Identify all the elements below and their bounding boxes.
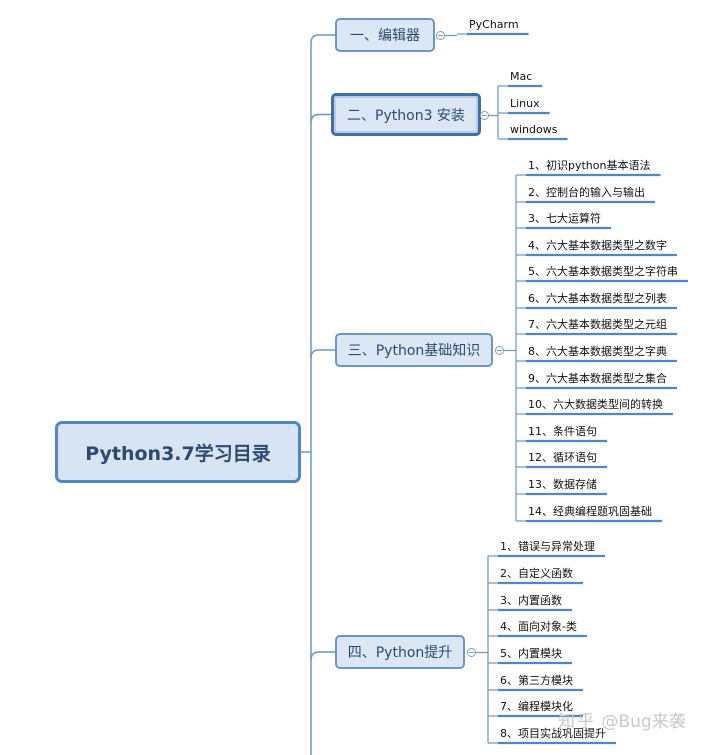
watermark-platform: 知乎 xyxy=(558,712,596,732)
leaf-basics-4[interactable]: 5、六大基本数据类型之字符串 xyxy=(528,265,678,278)
leaf-basics-11[interactable]: 12、循环语句 xyxy=(528,451,597,464)
leaf-basics-2[interactable]: 3、七大运算符 xyxy=(528,212,601,225)
branch-basics-label: 三、Python基础知识 xyxy=(347,343,481,359)
branch-install[interactable]: 二、Python3 安装 xyxy=(331,93,481,136)
leaf-editor-0[interactable]: PyCharm xyxy=(469,18,519,31)
branch-connector-2 xyxy=(310,349,335,359)
leaf-basics-0[interactable]: 1、初识python基本语法 xyxy=(528,159,651,172)
branch-basics[interactable]: 三、Python基础知识 xyxy=(335,333,493,367)
root-node[interactable]: Python3.7学习目录 xyxy=(55,421,301,483)
branch-install-label: 二、Python3 安装 xyxy=(347,107,465,124)
branch-advanced[interactable]: 四、Python提升 xyxy=(335,635,465,669)
branch-editor-label: 一、编辑器 xyxy=(350,28,420,44)
leaf-advanced-3[interactable]: 4、面向对象-类 xyxy=(500,620,577,633)
collapse-basics-icon[interactable] xyxy=(495,346,504,355)
leaf-basics-9[interactable]: 10、六大数据类型间的转换 xyxy=(528,398,663,411)
leaf-basics-5[interactable]: 6、六大基本数据类型之列表 xyxy=(528,292,667,305)
branch-connector-3 xyxy=(310,651,335,661)
branch-editor[interactable]: 一、编辑器 xyxy=(335,18,435,52)
leaf-basics-12[interactable]: 13、数据存储 xyxy=(528,478,597,491)
collapse-advanced-icon[interactable] xyxy=(467,648,476,657)
leaf-advanced-1[interactable]: 2、自定义函数 xyxy=(500,567,573,580)
leaf-basics-8[interactable]: 9、六大基本数据类型之集合 xyxy=(528,372,667,385)
collapse-editor-icon[interactable] xyxy=(436,31,445,40)
leaf-install-1[interactable]: Linux xyxy=(510,97,540,110)
leaf-advanced-7[interactable]: 8、项目实战巩固提升 xyxy=(500,727,606,740)
watermark: 知乎 @Bug来袭 xyxy=(558,707,686,732)
leaf-basics-3[interactable]: 4、六大基本数据类型之数字 xyxy=(528,239,667,252)
leaf-advanced-6[interactable]: 7、编程模块化 xyxy=(500,700,573,713)
leaf-basics-10[interactable]: 11、条件语句 xyxy=(528,425,597,438)
leaf-install-2[interactable]: windows xyxy=(510,123,558,136)
leaf-advanced-4[interactable]: 5、内置模块 xyxy=(500,647,562,660)
leaf-advanced-2[interactable]: 3、内置函数 xyxy=(500,594,562,607)
leaf-basics-13[interactable]: 14、经典编程题巩固基础 xyxy=(528,505,652,518)
branch-connector-0 xyxy=(310,34,335,44)
leaf-advanced-5[interactable]: 6、第三方模块 xyxy=(500,674,573,687)
leaf-basics-6[interactable]: 7、六大基本数据类型之元组 xyxy=(528,318,667,331)
root-label: Python3.7学习目录 xyxy=(85,442,271,465)
leaf-basics-7[interactable]: 8、六大基本数据类型之字典 xyxy=(528,345,667,358)
collapse-install-icon[interactable] xyxy=(480,111,489,120)
branch-connector-1 xyxy=(310,113,331,123)
watermark-handle: @Bug来袭 xyxy=(601,712,686,732)
leaf-basics-1[interactable]: 2、控制台的输入与输出 xyxy=(528,186,645,199)
leaf-advanced-0[interactable]: 1、错误与异常处理 xyxy=(500,540,595,553)
branch-advanced-label: 四、Python提升 xyxy=(347,645,453,661)
leaf-install-0[interactable]: Mac xyxy=(510,70,533,83)
